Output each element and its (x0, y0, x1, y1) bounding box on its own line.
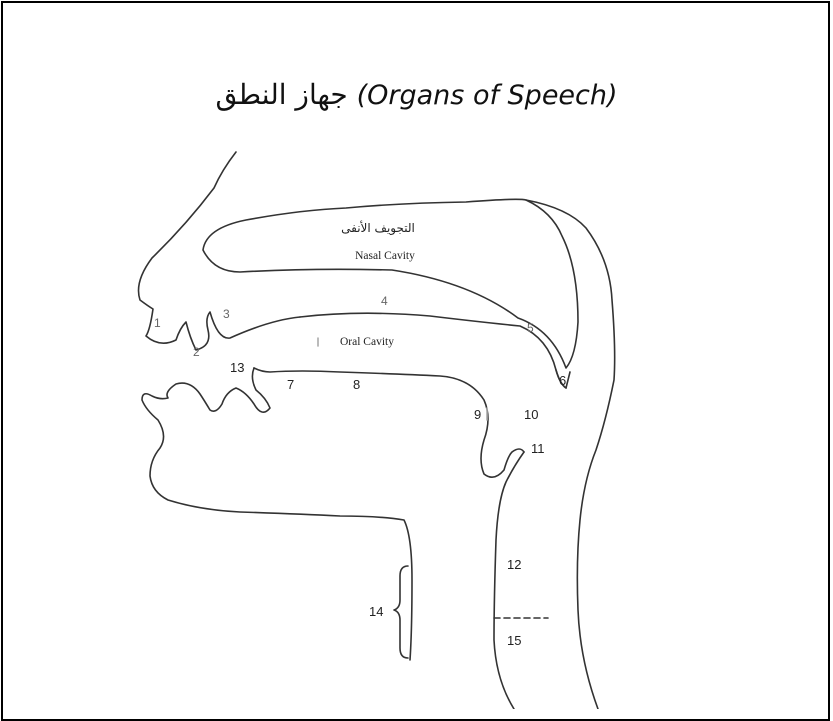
label-3: 3 (223, 307, 230, 321)
label-14: 14 (369, 604, 383, 619)
label-12: 12 (507, 557, 521, 572)
label-10: 10 (524, 407, 538, 422)
label-15: 15 (507, 633, 521, 648)
label-7: 7 (287, 377, 294, 392)
label-8: 8 (353, 377, 360, 392)
label-1: 1 (154, 316, 161, 330)
label-6: 6 (559, 373, 566, 388)
tongue-outline (254, 368, 524, 477)
label-2: 2 (193, 345, 200, 359)
oral-cavity-label: Oral Cavity (340, 336, 394, 348)
label-5: 5 (527, 321, 534, 335)
pharynx-front-wall (494, 452, 524, 709)
nasal-cavity-arabic-label: التجويف الأنفى (341, 220, 415, 236)
face-profile-outline (139, 152, 301, 350)
nasal-cavity-label: Nasal Cavity (355, 250, 415, 262)
bracket-14 (394, 566, 408, 658)
label-11: 11 (531, 441, 545, 456)
label-9: 9 (474, 407, 481, 422)
label-4: 4 (381, 294, 388, 308)
label-13: 13 (230, 360, 244, 375)
